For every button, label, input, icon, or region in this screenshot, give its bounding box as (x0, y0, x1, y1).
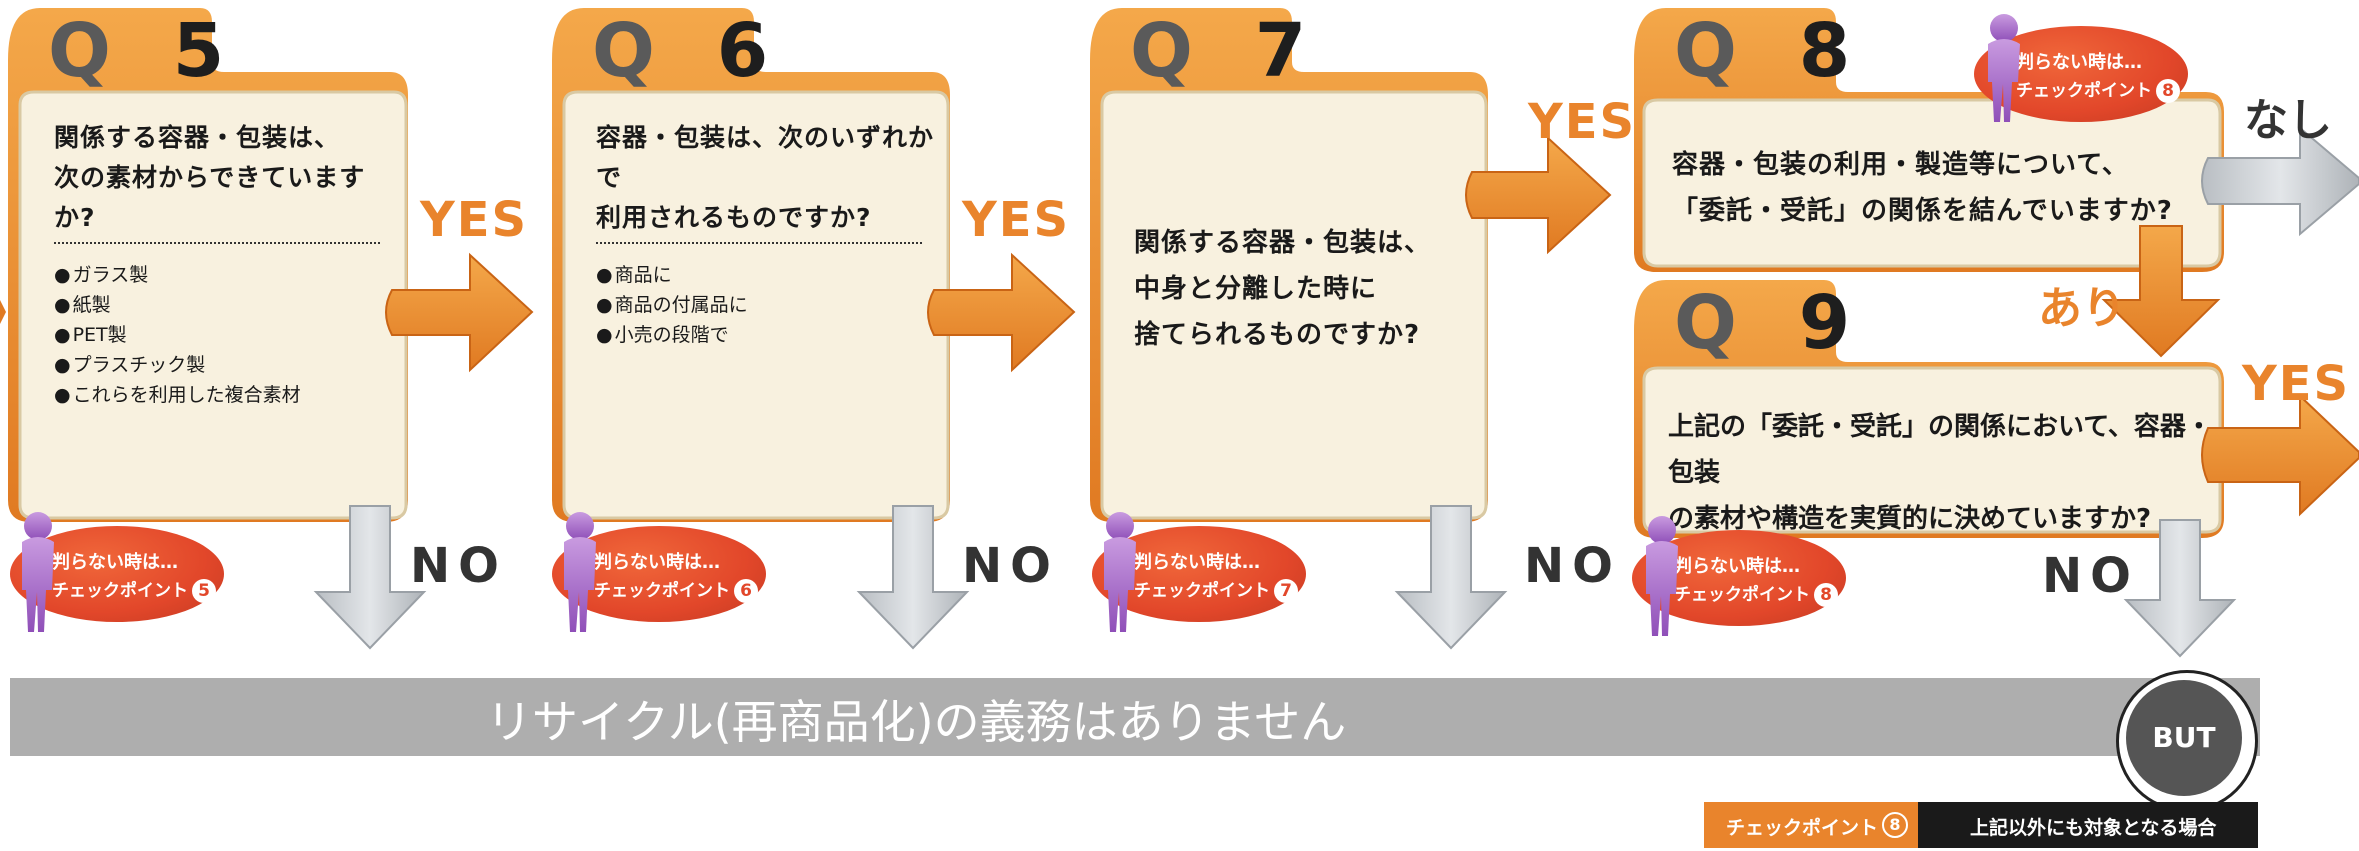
q5-question-line: 関係する容器・包装は、 (54, 123, 341, 152)
list-item: 商品の付属品に (596, 290, 946, 320)
checkpoint-description: 上記以外にも対象となる場合 (1970, 817, 2217, 839)
q8-number: Q 8 (1674, 8, 1869, 94)
checkpoint-description-box: 上記以外にも対象となる場合 (1918, 802, 2258, 848)
yes-label: YES (2242, 356, 2351, 412)
q7-number: Q 7 (1130, 8, 1325, 94)
q5-question-line: 次の素材からできていますか? (54, 163, 366, 232)
q5-number: Q 5 (48, 8, 243, 94)
no-arrow-q7 (1394, 505, 1508, 650)
q7-question-line: 中身と分離した時に (1134, 274, 1378, 304)
result-text: リサイクル(再商品化)の義務はありません (486, 695, 1347, 749)
exists-label: あり (2038, 283, 2126, 334)
person-icon (564, 512, 596, 632)
yes-arrow-q7 (1465, 135, 1612, 255)
divider (596, 242, 922, 244)
list-item: 小売の段階で (596, 320, 946, 350)
checkpoint-label-box[interactable]: チェックポイント 8 (1704, 802, 1918, 848)
checkpoint-number: 8 (1882, 812, 1908, 838)
q6-options: 商品に 商品の付属品に 小売の段階で (596, 260, 946, 350)
tip-text: 判らない時は… (594, 552, 720, 573)
incoming-arrow-tip (0, 300, 6, 324)
tip-text: 判らない時は… (52, 552, 178, 573)
checkpoint-label: チェックポイント (1726, 817, 1879, 839)
q7-body: 関係する容器・包装は、 中身と分離した時に 捨てられるものですか? (1134, 220, 1484, 358)
q5-options: ガラス製 紙製 PET製 プラスチック製 これらを利用した複合素材 (54, 260, 404, 410)
list-item: 商品に (596, 260, 946, 290)
q6-question-line: 利用されるものですか? (596, 203, 872, 232)
q5-body: 関係する容器・包装は、 次の素材からできていますか? ガラス製 紙製 PET製 … (54, 118, 404, 410)
exists-arrow-q8 (2101, 225, 2221, 358)
tip-text: 判らない時は… (1134, 552, 1260, 573)
but-badge[interactable]: BUT (2126, 680, 2242, 796)
result-banner: リサイクル(再商品化)の義務はありません (10, 678, 2260, 756)
tip-text: 判らない時は… (2016, 52, 2142, 73)
yes-label: YES (420, 192, 529, 248)
q9-question-line: の素材や構造を実質的に決めていますか? (1668, 504, 2152, 534)
no-arrow-q5 (313, 505, 427, 650)
none-label: なし (2244, 95, 2332, 146)
q6-number: Q 6 (592, 8, 787, 94)
yes-label: YES (1528, 94, 1637, 150)
q9-number: Q 9 (1674, 280, 1869, 366)
q6-body: 容器・包装は、次のいずれかで 利用されるものですか? 商品に 商品の付属品に 小… (596, 118, 946, 350)
person-icon (1988, 14, 2020, 122)
no-label: NO (2042, 548, 2139, 604)
q7-panel (1090, 8, 1488, 522)
q9-body: 上記の「委託・受託」の関係において、容器・包装 の素材や構造を実質的に決めていま… (1668, 404, 2224, 542)
list-item: ガラス製 (54, 260, 404, 290)
no-arrow-q9 (2123, 519, 2237, 658)
q8-question-line: 容器・包装の利用・製造等について、 (1672, 150, 2129, 180)
list-item: 紙製 (54, 290, 404, 320)
q8-panel (1634, 8, 2224, 272)
q8-question-line: 「委託・受託」の関係を結んでいますか? (1672, 196, 2173, 226)
divider (54, 242, 380, 244)
none-arrow-q8 (2201, 125, 2359, 237)
person-icon (1646, 516, 1678, 636)
q6-question-line: 容器・包装は、次のいずれかで (596, 123, 935, 192)
no-label: NO (962, 538, 1059, 594)
yes-arrow-q9 (2201, 393, 2359, 517)
list-item: PET製 (54, 320, 404, 350)
yes-label: YES (962, 192, 1071, 248)
no-label: NO (410, 538, 507, 594)
no-arrow-q6 (856, 505, 970, 650)
list-item: これらを利用した複合素材 (54, 380, 404, 410)
no-label: NO (1524, 538, 1621, 594)
list-item: プラスチック製 (54, 350, 404, 380)
person-icon (22, 512, 54, 632)
q9-panel (1634, 280, 2224, 538)
tip-text: 判らない時は… (1674, 556, 1800, 577)
q7-question-line: 関係する容器・包装は、 (1134, 228, 1432, 258)
q7-question-line: 捨てられるものですか? (1134, 320, 1421, 350)
person-icon (1104, 512, 1136, 632)
q9-question-line: 上記の「委託・受託」の関係において、容器・包装 (1668, 412, 2212, 488)
q8-body: 容器・包装の利用・製造等について、 「委託・受託」の関係を結んでいますか? (1672, 142, 2212, 234)
